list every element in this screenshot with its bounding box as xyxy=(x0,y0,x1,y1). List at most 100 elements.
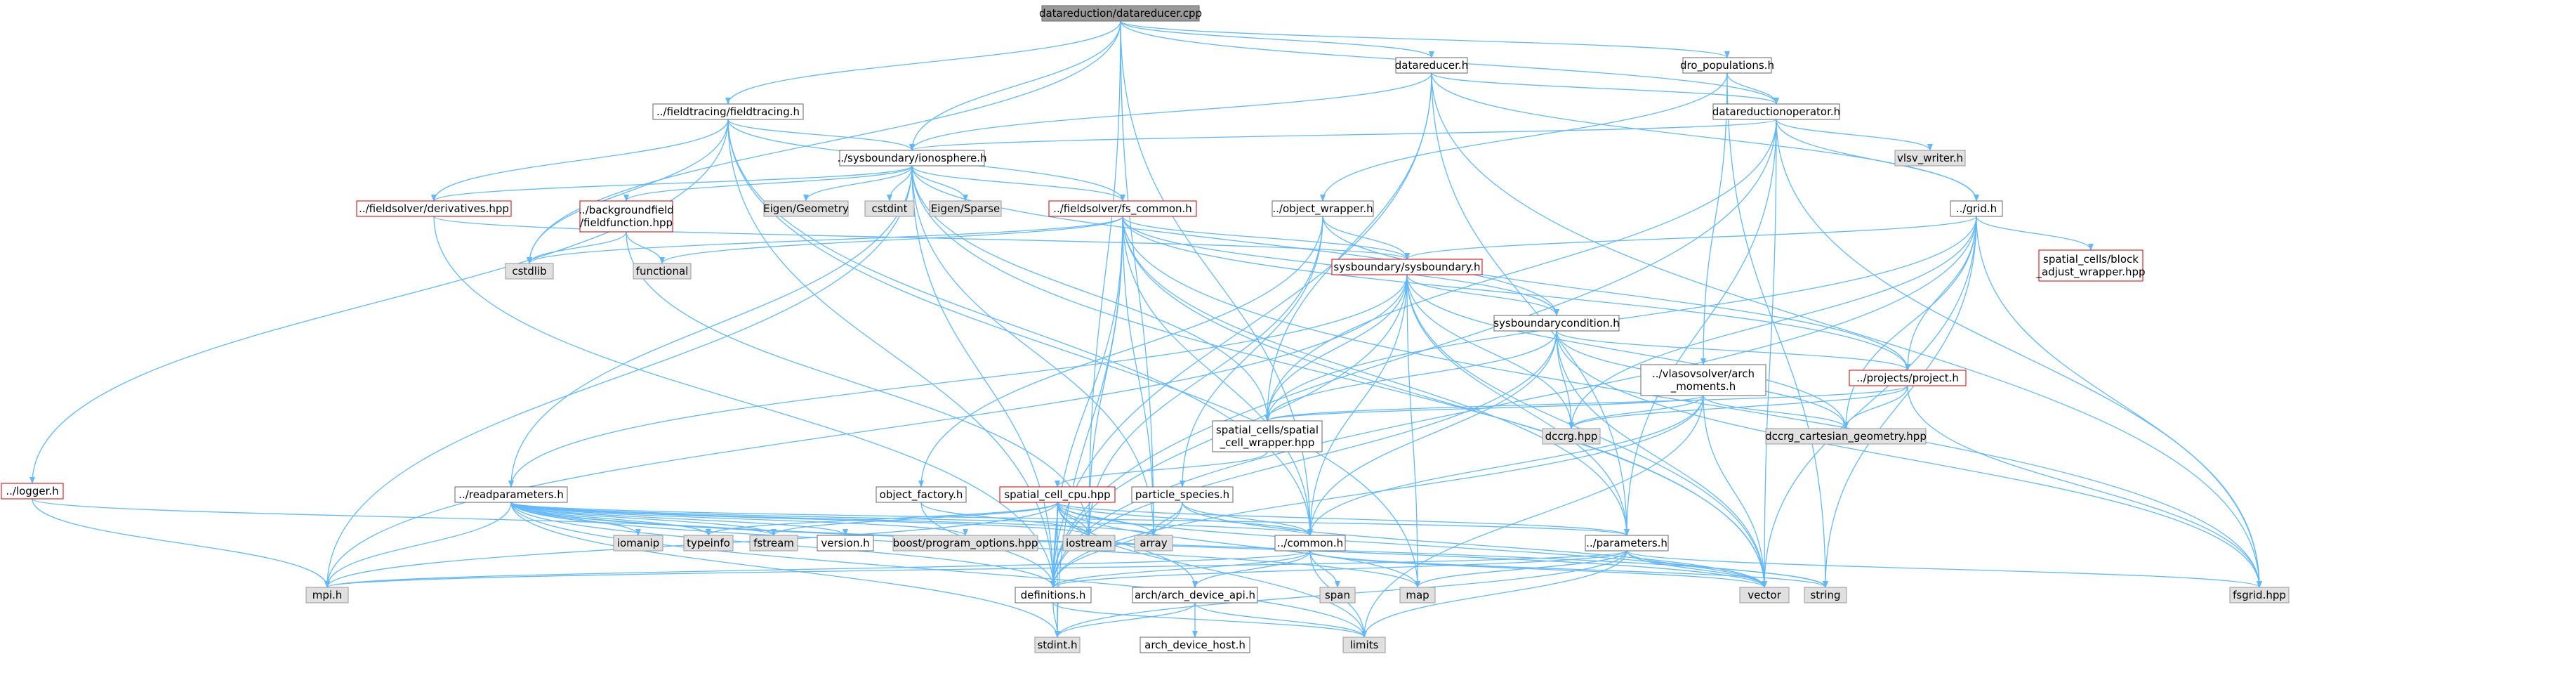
include-edge xyxy=(727,119,1313,536)
include-edge xyxy=(324,550,1311,588)
node-object-factory-h[interactable]: object_factory.h xyxy=(876,486,967,503)
node-spatial-cell-cpu-hpp[interactable]: spatial_cell_cpu.hpp xyxy=(999,486,1116,503)
include-edge xyxy=(1307,395,1704,536)
node-label: typeinfo xyxy=(687,537,730,549)
node-box xyxy=(1950,200,2003,217)
include-edge xyxy=(508,165,913,488)
node-definitions-h[interactable]: definitions.h xyxy=(1015,587,1092,604)
node-arch-device-host-h[interactable]: arch_device_host.h xyxy=(1140,637,1250,653)
include-edge xyxy=(1057,502,1367,638)
node-iostream[interactable]: iostream xyxy=(1062,535,1116,552)
node-label: Eigen/Sparse xyxy=(931,202,1000,215)
node-derivatives-hpp[interactable]: ../fieldsolver/derivatives.hpp xyxy=(356,200,512,217)
node-label: span xyxy=(1325,589,1350,601)
node-label: spatial_cells/block_adjust_wrapper.hpp xyxy=(2035,253,2145,279)
include-edge xyxy=(1415,550,1627,588)
node-project-h[interactable]: ../projects/project.h xyxy=(1849,370,1967,386)
node-fstream[interactable]: fstream xyxy=(749,535,798,552)
node-dccrg-cart-hpp[interactable]: dccrg_cartesian_geometry.hpp xyxy=(1765,428,1927,445)
node-span[interactable]: span xyxy=(1319,587,1356,604)
node-logger-h[interactable]: ../logger.h xyxy=(1,483,64,500)
include-edge xyxy=(887,165,913,202)
node-array[interactable]: array xyxy=(1134,535,1173,552)
include-edge xyxy=(1624,119,1777,536)
node-box xyxy=(1274,535,1346,552)
node-functional[interactable]: functional xyxy=(633,263,692,280)
node-typeinfo[interactable]: typeinfo xyxy=(683,535,734,552)
include-edge xyxy=(1431,72,1979,202)
include-edge xyxy=(1122,216,1313,536)
node-label: dccrg.hpp xyxy=(1545,430,1598,443)
node-string[interactable]: string xyxy=(1804,587,1847,604)
node-block-adjust-wrapper-hpp[interactable]: spatial_cells/block_adjust_wrapper.hpp xyxy=(2035,249,2146,282)
node-box xyxy=(579,200,673,233)
include-edge xyxy=(1057,502,1630,536)
node-stdint-h[interactable]: stdint.h xyxy=(1034,637,1081,653)
node-datareductionoperator-h[interactable]: datareductionoperator.h xyxy=(1712,103,1840,120)
node-box xyxy=(1493,315,1620,332)
node-root[interactable]: datareduction/datareducer.cpp xyxy=(1039,5,1202,22)
node-box xyxy=(1319,587,1356,604)
node-eigen-geometry[interactable]: Eigen/Geometry xyxy=(763,200,849,217)
node-label: ../common.h xyxy=(1277,537,1343,549)
node-vector[interactable]: vector xyxy=(1739,587,1790,604)
node-box xyxy=(763,200,849,217)
include-edge xyxy=(1057,502,1420,588)
node-eigen-sparse[interactable]: Eigen/Sparse xyxy=(929,200,1002,217)
node-sysboundarycondition-h[interactable]: sysboundarycondition.h xyxy=(1493,315,1620,332)
node-iomanip[interactable]: iomanip xyxy=(613,535,663,552)
node-datareducer-h[interactable]: datareducer.h xyxy=(1395,57,1468,74)
node-mpi-h[interactable]: mpi.h xyxy=(305,587,349,604)
node-map[interactable]: map xyxy=(1399,587,1436,604)
node-readparameters-h[interactable]: ../readparameters.h xyxy=(454,486,568,503)
node-version-h[interactable]: version.h xyxy=(817,535,874,552)
include-edge xyxy=(433,216,1056,588)
node-box xyxy=(749,535,798,552)
include-edge xyxy=(909,119,1777,151)
include-edge xyxy=(324,165,913,588)
node-object-wrapper-h[interactable]: ../object_wrapper.h xyxy=(1272,200,1374,217)
include-edge xyxy=(920,502,1092,536)
include-edge xyxy=(1626,550,1828,588)
include-edge xyxy=(1776,119,1979,202)
include-edge xyxy=(1182,502,1767,588)
include-edge xyxy=(510,502,1630,536)
include-edge xyxy=(1192,550,1311,588)
node-ionosphere-h[interactable]: ../sysboundary/ionosphere.h xyxy=(837,150,987,167)
node-box xyxy=(1,483,64,500)
node-arch-moments-h[interactable]: ../vlasovsolver/arch_moments.h xyxy=(1640,364,1766,396)
include-edge xyxy=(1122,216,1410,260)
include-edge xyxy=(911,165,1559,316)
node-spatial-cell-wrapper-hpp[interactable]: spatial_cells/spatial_cell_wrapper.hpp xyxy=(1212,420,1323,452)
node-box xyxy=(864,200,915,217)
node-box xyxy=(2229,587,2290,604)
node-common-h[interactable]: ../common.h xyxy=(1274,535,1346,552)
include-edge xyxy=(1431,72,1779,105)
node-grid-h[interactable]: ../grid.h xyxy=(1950,200,2003,217)
node-cstdint[interactable]: cstdint xyxy=(864,200,915,217)
node-particle-species-h[interactable]: particle_species.h xyxy=(1131,486,1234,503)
node-fsgrid-hpp[interactable]: fsgrid.hpp xyxy=(2229,587,2290,604)
node-label: dccrg_cartesian_geometry.hpp xyxy=(1765,430,1927,443)
node-label: spatial_cell_cpu.hpp xyxy=(1004,488,1110,502)
node-fieldfunction-hpp[interactable]: ../backgroundfield/fieldfunction.hpp xyxy=(579,200,674,233)
node-label: ../backgroundfield/fieldfunction.hpp xyxy=(579,204,674,229)
node-dro-populations-h[interactable]: dro_populations.h xyxy=(1680,57,1774,74)
node-parameters-h[interactable]: ../parameters.h xyxy=(1585,535,1669,552)
node-vlsv-writer-h[interactable]: vlsv_writer.h xyxy=(1894,150,1966,167)
node-label: particle_species.h xyxy=(1135,488,1229,502)
node-fieldtracing-h[interactable]: ../fieldtracing/fieldtracing.h xyxy=(652,103,804,120)
node-label: definitions.h xyxy=(1021,589,1086,601)
include-edge xyxy=(431,119,729,202)
node-label: fstream xyxy=(753,537,794,549)
node-limits[interactable]: limits xyxy=(1342,637,1386,653)
node-label: ../logger.h xyxy=(6,485,58,497)
node-fs-common-h[interactable]: ../fieldsolver/fs_common.h xyxy=(1048,200,1197,217)
include-edge xyxy=(1907,385,2262,588)
node-arch-device-api-h[interactable]: arch/arch_device_api.h xyxy=(1132,587,1258,604)
node-boost-po-hpp[interactable]: boost/program_options.hpp xyxy=(892,535,1038,552)
node-dccrg-hpp[interactable]: dccrg.hpp xyxy=(1542,428,1601,445)
node-cstdlib[interactable]: cstdlib xyxy=(505,263,554,280)
node-box xyxy=(454,486,568,503)
node-sysboundary-h[interactable]: sysboundary/sysboundary.h xyxy=(1331,259,1483,275)
